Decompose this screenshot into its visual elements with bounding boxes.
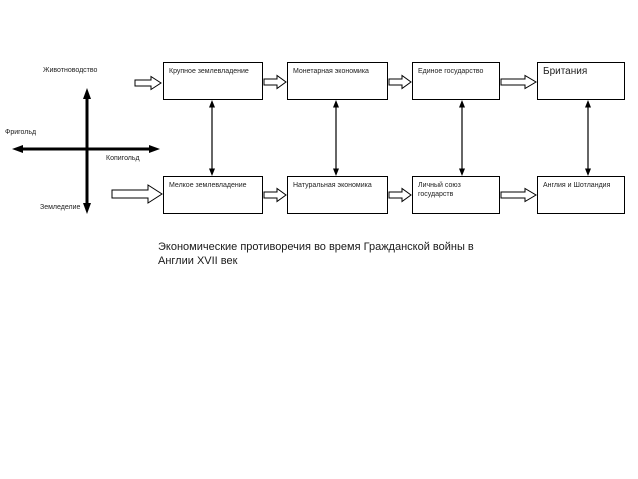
box-england-scotland: Англия и Шотландия [537, 176, 625, 214]
box-label: Монетарная экономика [293, 68, 369, 75]
box-natural-economy: Натуральная экономика [287, 176, 388, 214]
axis-arrowhead-left-icon [12, 145, 23, 153]
box-label: Англия и Шотландия [543, 182, 611, 189]
flow-arrow-into-top-row-icon [134, 75, 162, 91]
exchange-arrow-2 [333, 100, 339, 176]
axis-label-freehold: Фригольд [5, 129, 37, 136]
box-label: Личный союз государств [418, 182, 461, 198]
axis-cross [12, 88, 160, 214]
flow-arrow-top-2-3-icon [388, 74, 412, 90]
box-monetary-economy: Монетарная экономика [287, 62, 388, 100]
axis-label-animal-husbandry: Животноводство [43, 67, 98, 74]
box-label: Единое государство [418, 68, 484, 75]
axis-arrowhead-down-icon [83, 203, 91, 214]
flow-arrow-bottom-3-4-icon [500, 187, 537, 203]
exchange-arrow-3 [459, 100, 465, 176]
flow-arrow-into-bottom-row-icon [111, 184, 163, 204]
exchange-arrow-4 [585, 100, 591, 176]
box-label: Натуральная экономика [293, 182, 372, 189]
box-label: Мелкое землевладение [169, 182, 247, 189]
axis-label-agriculture: Земледелие [40, 204, 81, 211]
flow-arrow-bottom-2-3-icon [388, 187, 412, 203]
box-label: Крупное землевладение [169, 68, 249, 75]
exchange-arrow-1 [209, 100, 215, 176]
flow-arrow-top-1-2-icon [263, 74, 287, 90]
box-label: Британия [543, 66, 588, 77]
axis-arrowhead-right-icon [149, 145, 160, 153]
box-small-landownership: Мелкое землевладение [163, 176, 263, 214]
box-large-landownership: Крупное землевладение [163, 62, 263, 100]
box-personal-union: Личный союз государств [412, 176, 500, 214]
flow-arrow-top-3-4-icon [500, 74, 537, 90]
flow-arrow-bottom-1-2-icon [263, 187, 287, 203]
diagram-caption: Экономические противоречия во время Граж… [158, 241, 474, 267]
box-unified-state: Единое государство [412, 62, 500, 100]
axis-label-copyhold: Копигольд [106, 155, 140, 162]
exchange-arrows [209, 100, 591, 176]
flow-arrows [111, 74, 537, 204]
axis-arrowhead-up-icon [83, 88, 91, 99]
box-britain: Британия [537, 62, 625, 100]
